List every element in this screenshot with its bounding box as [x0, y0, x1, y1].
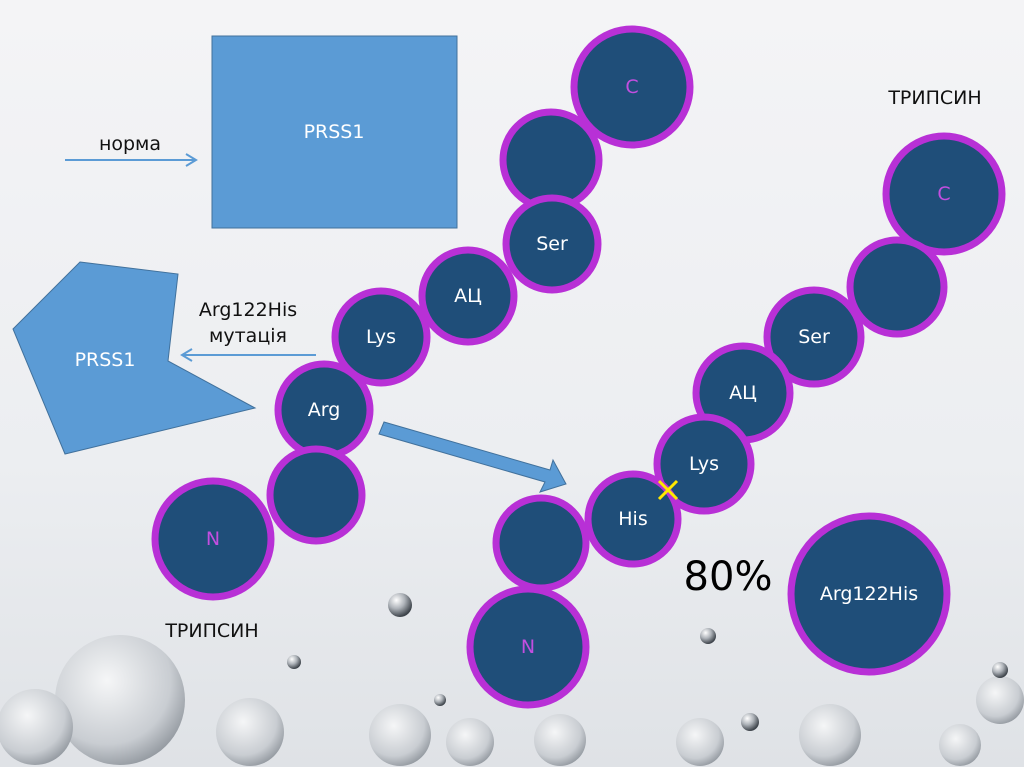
transition-arrow	[378, 421, 567, 493]
residue-lys	[331, 287, 431, 387]
residue-ser	[502, 194, 602, 294]
prss1-mutant-label: PRSS1	[75, 349, 136, 371]
residue-ac-label: АЦ	[454, 285, 482, 307]
mutation-label-line2: мутація	[209, 325, 287, 347]
residue-n	[151, 477, 275, 601]
residue-n-label: N	[521, 636, 535, 658]
residue-n-label: N	[206, 528, 220, 550]
residue-ser-label: Ser	[536, 233, 568, 255]
mutant-trypsin-chain: C Ser АЦ Lys His N	[466, 132, 1006, 709]
normal-arrow	[65, 153, 198, 167]
residue-ac-label: АЦ	[729, 382, 757, 404]
prss1-normal-shape	[211, 35, 458, 229]
background-bubbles	[0, 593, 1024, 766]
residue-lys-label: Lys	[366, 326, 396, 348]
mutation-arrow	[180, 348, 316, 362]
residue-ac	[418, 246, 518, 346]
residue-c-label: C	[625, 76, 638, 98]
trypsin-top-label: ТРИПСИН	[887, 87, 981, 109]
residue-his	[584, 470, 682, 568]
residue-his-label: His	[618, 508, 647, 530]
arg122his-circle	[787, 512, 951, 676]
residue-n	[466, 585, 590, 709]
residue-blank	[492, 494, 590, 592]
residue-c	[570, 25, 694, 149]
normal-label: норма	[99, 133, 161, 155]
prss1-normal-label: PRSS1	[304, 121, 365, 143]
residue-ser	[763, 286, 865, 388]
residue-c-label: C	[937, 183, 950, 205]
residue-blank	[846, 236, 948, 338]
mutation-label-line1: Arg122His	[199, 299, 297, 321]
residue-blank	[499, 108, 603, 212]
trypsin-bottom-label: ТРИПСИН	[164, 620, 258, 642]
residue-ser-label: Ser	[798, 326, 830, 348]
residue-arg-label: Arg	[308, 399, 341, 421]
prss1-mutant-shape	[12, 261, 257, 455]
residue-c	[882, 132, 1006, 256]
percent-label: 80%	[684, 554, 773, 600]
normal-trypsin-chain: C Ser АЦ Lys Arg N	[151, 25, 694, 601]
arg122his-label: Arg122His	[820, 583, 918, 605]
residue-lys	[653, 413, 755, 515]
residue-lys-label: Lys	[689, 453, 719, 475]
residue-blank	[266, 445, 366, 545]
cleavage-x-icon	[657, 479, 679, 501]
